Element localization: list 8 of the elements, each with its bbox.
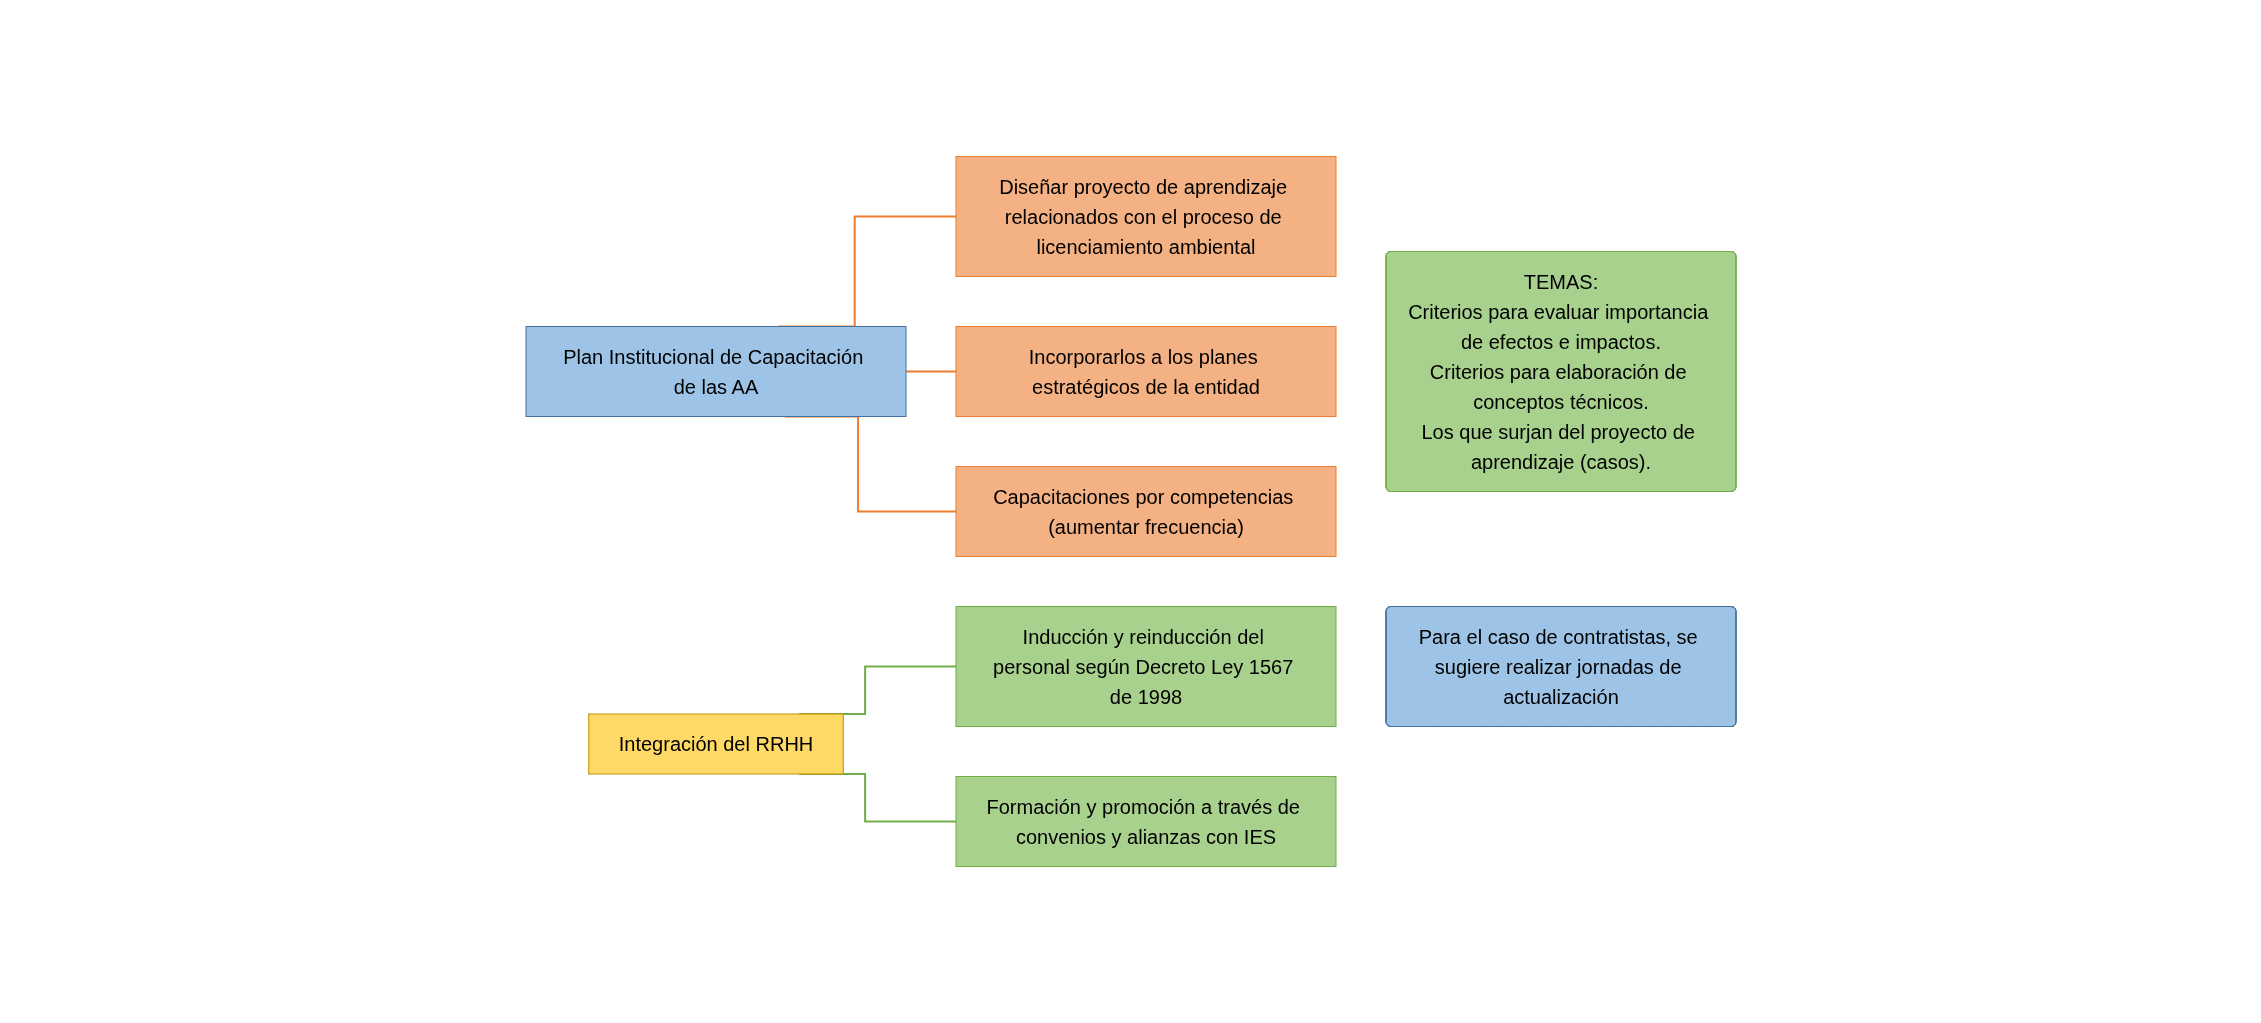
node-box: Plan Institucional de Capacitación de las AA (525, 326, 906, 417)
node-box: Capacitaciones por competencias (aumentar frecuencia) (955, 466, 1336, 557)
node-box: Inducción y reinducción del personal según Decreto Ley 1567 de 1998 (955, 606, 1336, 727)
node-box: Integración del RRHH (587, 713, 844, 775)
node-box: Formación y promoción a través de convenios y alianzas con IES (955, 776, 1336, 867)
connector (904, 370, 957, 373)
node-box: Incorporarlos a los planes estratégicos de la entidad (955, 326, 1336, 417)
node-box: Diseñar proyecto de aprendizaje relacionados con el proceso de licenciamiento ambiental (955, 156, 1336, 277)
